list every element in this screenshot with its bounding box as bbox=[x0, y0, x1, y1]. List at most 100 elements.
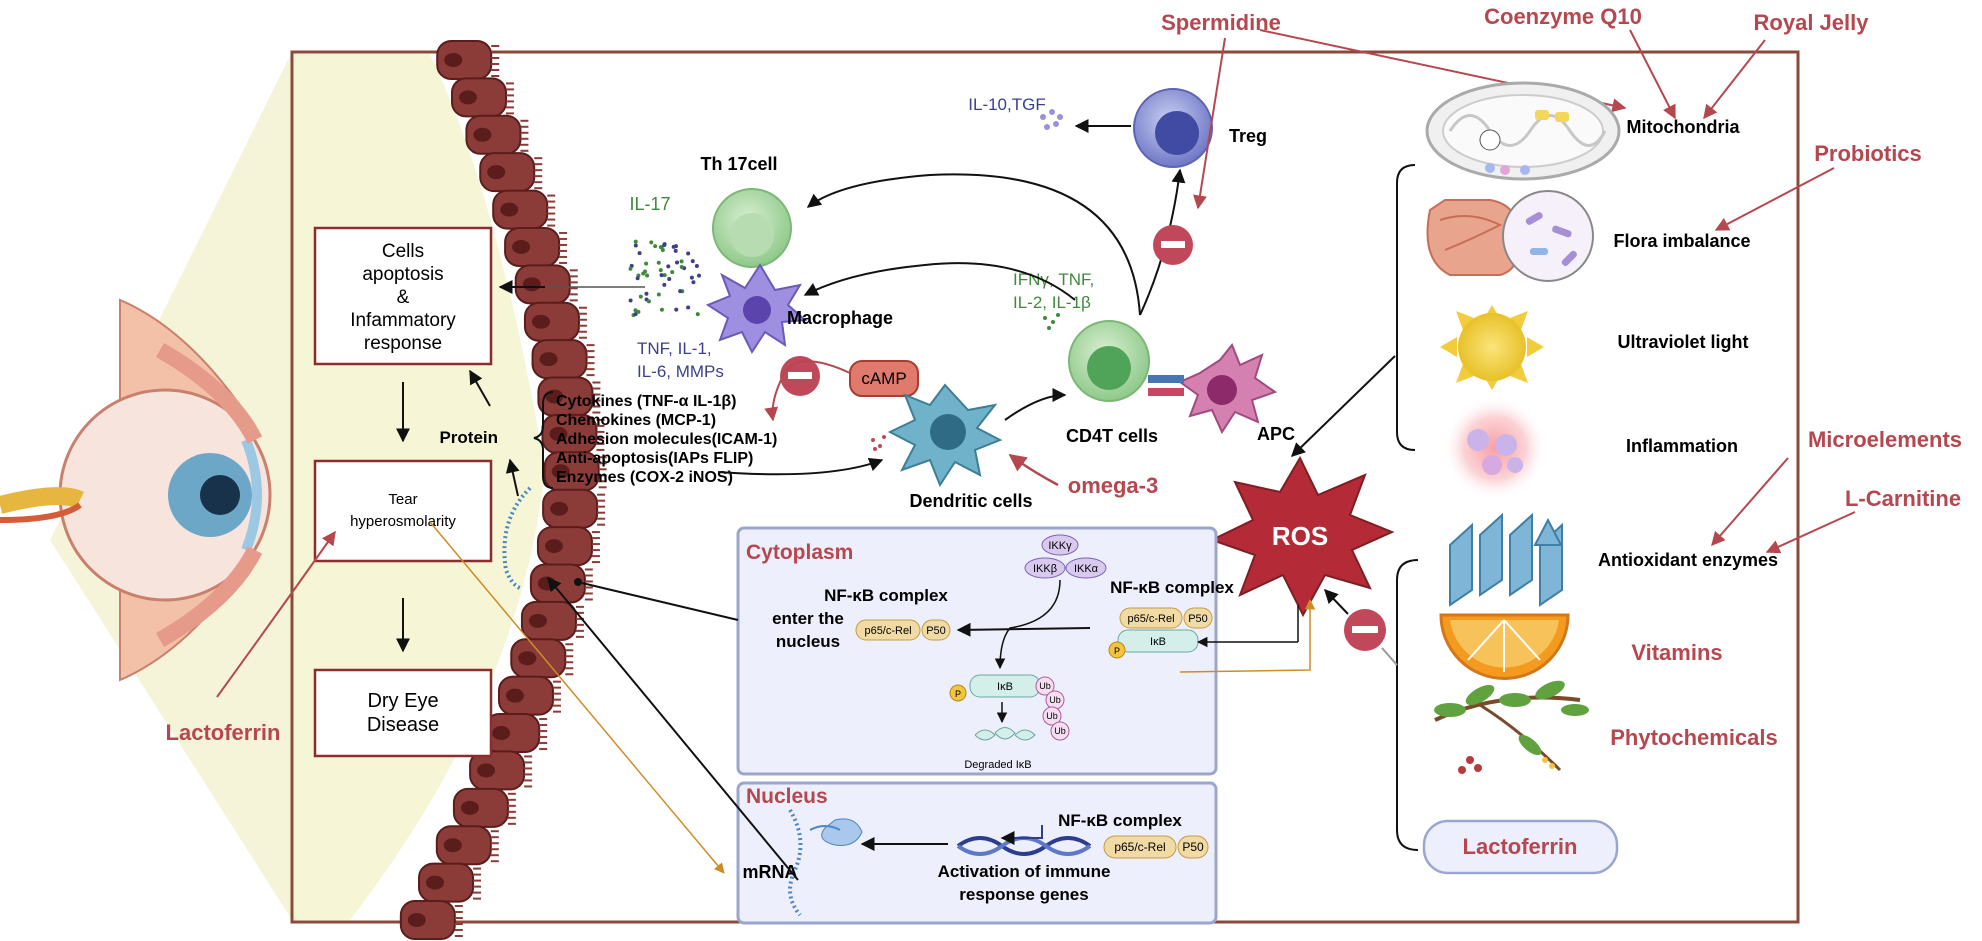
treg-cell bbox=[1133, 88, 1213, 168]
camp-box bbox=[849, 360, 919, 397]
mitochondria-icon bbox=[1425, 81, 1621, 181]
omega3-label: omega-3 bbox=[1068, 473, 1158, 498]
cytoplasm-title: Cytoplasm bbox=[746, 541, 853, 564]
epithelial-nucleus bbox=[539, 352, 558, 367]
epithelial-nucleus bbox=[518, 651, 537, 666]
vitamins-label: Vitamins bbox=[1631, 640, 1722, 665]
epithelial-nucleus bbox=[528, 613, 547, 628]
ub-label: Ub bbox=[1049, 695, 1061, 705]
treg-label: Treg bbox=[1229, 126, 1267, 146]
royal-jelly-label: Royal Jelly bbox=[1754, 10, 1870, 35]
risk-bracket bbox=[1396, 164, 1416, 451]
nucleus-title: Nucleus bbox=[746, 785, 828, 808]
protein-list-item: Enzymes (COX-2 iNOS) bbox=[556, 469, 733, 486]
epithelial-nucleus bbox=[460, 800, 479, 815]
box1-line2: apoptosis bbox=[362, 264, 443, 285]
box1-line4: Infammatory bbox=[350, 310, 456, 331]
macrophage-label: Macrophage bbox=[787, 308, 893, 328]
ub-label: Ub bbox=[1046, 711, 1058, 721]
cyto-p65-left-label: p65/c-Rel bbox=[864, 625, 911, 637]
cyto-p65-left bbox=[855, 619, 921, 641]
antioxidant-enzyme-icon bbox=[1449, 512, 1563, 607]
nucleus-p65-label: p65/c-Rel bbox=[1114, 840, 1165, 854]
cytokine-dot bbox=[660, 248, 665, 253]
flora-label: Flora imbalance bbox=[1613, 231, 1750, 251]
cd4-cytokines-line1: IFNγ, TNF, bbox=[1013, 270, 1094, 289]
cytokine-dot bbox=[694, 263, 699, 268]
cd4t-label: CD4T cells bbox=[1066, 426, 1158, 446]
cytokine-dot bbox=[690, 259, 695, 264]
cytokine-dot bbox=[696, 273, 701, 278]
lactoferrin-box-label: Lactoferrin bbox=[1463, 834, 1578, 859]
ub-bead bbox=[1042, 706, 1062, 726]
epithelial-nucleus bbox=[531, 314, 550, 329]
cytokine-dot bbox=[635, 276, 640, 281]
mrna-label: mRNA bbox=[742, 862, 797, 882]
cyto-p-center-label: P bbox=[955, 689, 961, 699]
ub-label: Ub bbox=[1039, 681, 1051, 691]
th17-cell bbox=[712, 188, 792, 268]
cytokine-dot bbox=[666, 264, 671, 269]
cytokine-dot bbox=[643, 269, 648, 274]
macrophage-cell bbox=[705, 263, 808, 355]
cytokine-dot bbox=[678, 289, 683, 294]
inflammation-label: Inflammation bbox=[1626, 436, 1738, 456]
uv-label: Ultraviolet light bbox=[1617, 332, 1748, 352]
cytokine-dot bbox=[670, 270, 675, 275]
epithelial-nucleus bbox=[443, 838, 462, 853]
eye-illustration bbox=[0, 52, 292, 920]
protein-list-item: Chemokines (MCP-1) bbox=[556, 412, 716, 429]
cytokine-dot bbox=[656, 260, 661, 265]
activation-line1: Activation of immune bbox=[938, 862, 1111, 881]
inflammation-icon bbox=[1443, 396, 1547, 500]
apc-label: APC bbox=[1257, 424, 1295, 444]
epithelial-nucleus bbox=[544, 539, 563, 554]
ub-bead bbox=[1035, 676, 1055, 696]
box1-line3: & bbox=[397, 287, 410, 308]
cytokine-dot bbox=[644, 291, 649, 296]
orange-icon bbox=[1439, 613, 1570, 680]
corneal-epithelium bbox=[399, 40, 607, 940]
epithelial-nucleus bbox=[505, 688, 524, 703]
cd4t-cell bbox=[1068, 320, 1150, 402]
tear-hyperosmolarity-box: Tear hyperosmolarity bbox=[313, 459, 493, 563]
cytokine-dot bbox=[659, 307, 664, 312]
antioxidant-label: Antioxidant enzymes bbox=[1598, 550, 1778, 570]
green-dots bbox=[1043, 313, 1060, 330]
cytokine-dot bbox=[645, 273, 650, 278]
nucleus-nfkb-label: NF-κB complex bbox=[1058, 811, 1182, 830]
box3-line1: Dry Eye bbox=[367, 690, 438, 712]
cytokine-dot bbox=[671, 244, 676, 249]
lactoferrin-left-label: Lactoferrin bbox=[166, 720, 281, 745]
cells-apoptosis-box: Cells apoptosis & Infammatory response bbox=[313, 226, 493, 366]
cyto-nfkb-left: NF-κB complex bbox=[824, 586, 948, 605]
box2-line2: hyperosmolarity bbox=[350, 513, 456, 530]
probiotics-label: Probiotics bbox=[1814, 141, 1922, 166]
cytokine-dot bbox=[674, 307, 679, 312]
cytokine-dot bbox=[673, 248, 678, 253]
cytokine-dot bbox=[633, 239, 638, 244]
cytokine-dot bbox=[679, 265, 684, 270]
mac-cytokines-line2: IL-6, MMPs bbox=[637, 362, 724, 381]
cyto-nfkb-right: NF-κB complex bbox=[1110, 578, 1234, 597]
nucleus-p50 bbox=[1177, 835, 1209, 859]
epithelial-nucleus bbox=[473, 127, 492, 142]
protein-label: Protein bbox=[439, 428, 498, 447]
protein-list-item: Cytokines (TNF-α IL-1β) bbox=[556, 393, 737, 410]
epithelial-nucleus bbox=[512, 239, 531, 254]
cytokine-dot bbox=[646, 299, 651, 304]
degraded-ikb-label: Degraded IκB bbox=[964, 759, 1031, 771]
cytokine-dot bbox=[633, 243, 638, 248]
protein-list-item: Adhesion molecules(ICAM-1) bbox=[556, 431, 777, 448]
ub-label: Ub bbox=[1054, 726, 1066, 736]
cytokine-dot bbox=[662, 282, 667, 287]
epithelial-nucleus bbox=[549, 426, 568, 441]
box1-line1: Cells bbox=[382, 241, 424, 262]
ikky-label: IKKγ bbox=[1048, 540, 1072, 552]
cytokine-dot bbox=[637, 251, 642, 256]
cytokine-dot bbox=[656, 292, 661, 297]
red-dots bbox=[871, 435, 886, 451]
epithelial-nucleus bbox=[492, 726, 511, 741]
cytokine-dot bbox=[658, 268, 663, 273]
